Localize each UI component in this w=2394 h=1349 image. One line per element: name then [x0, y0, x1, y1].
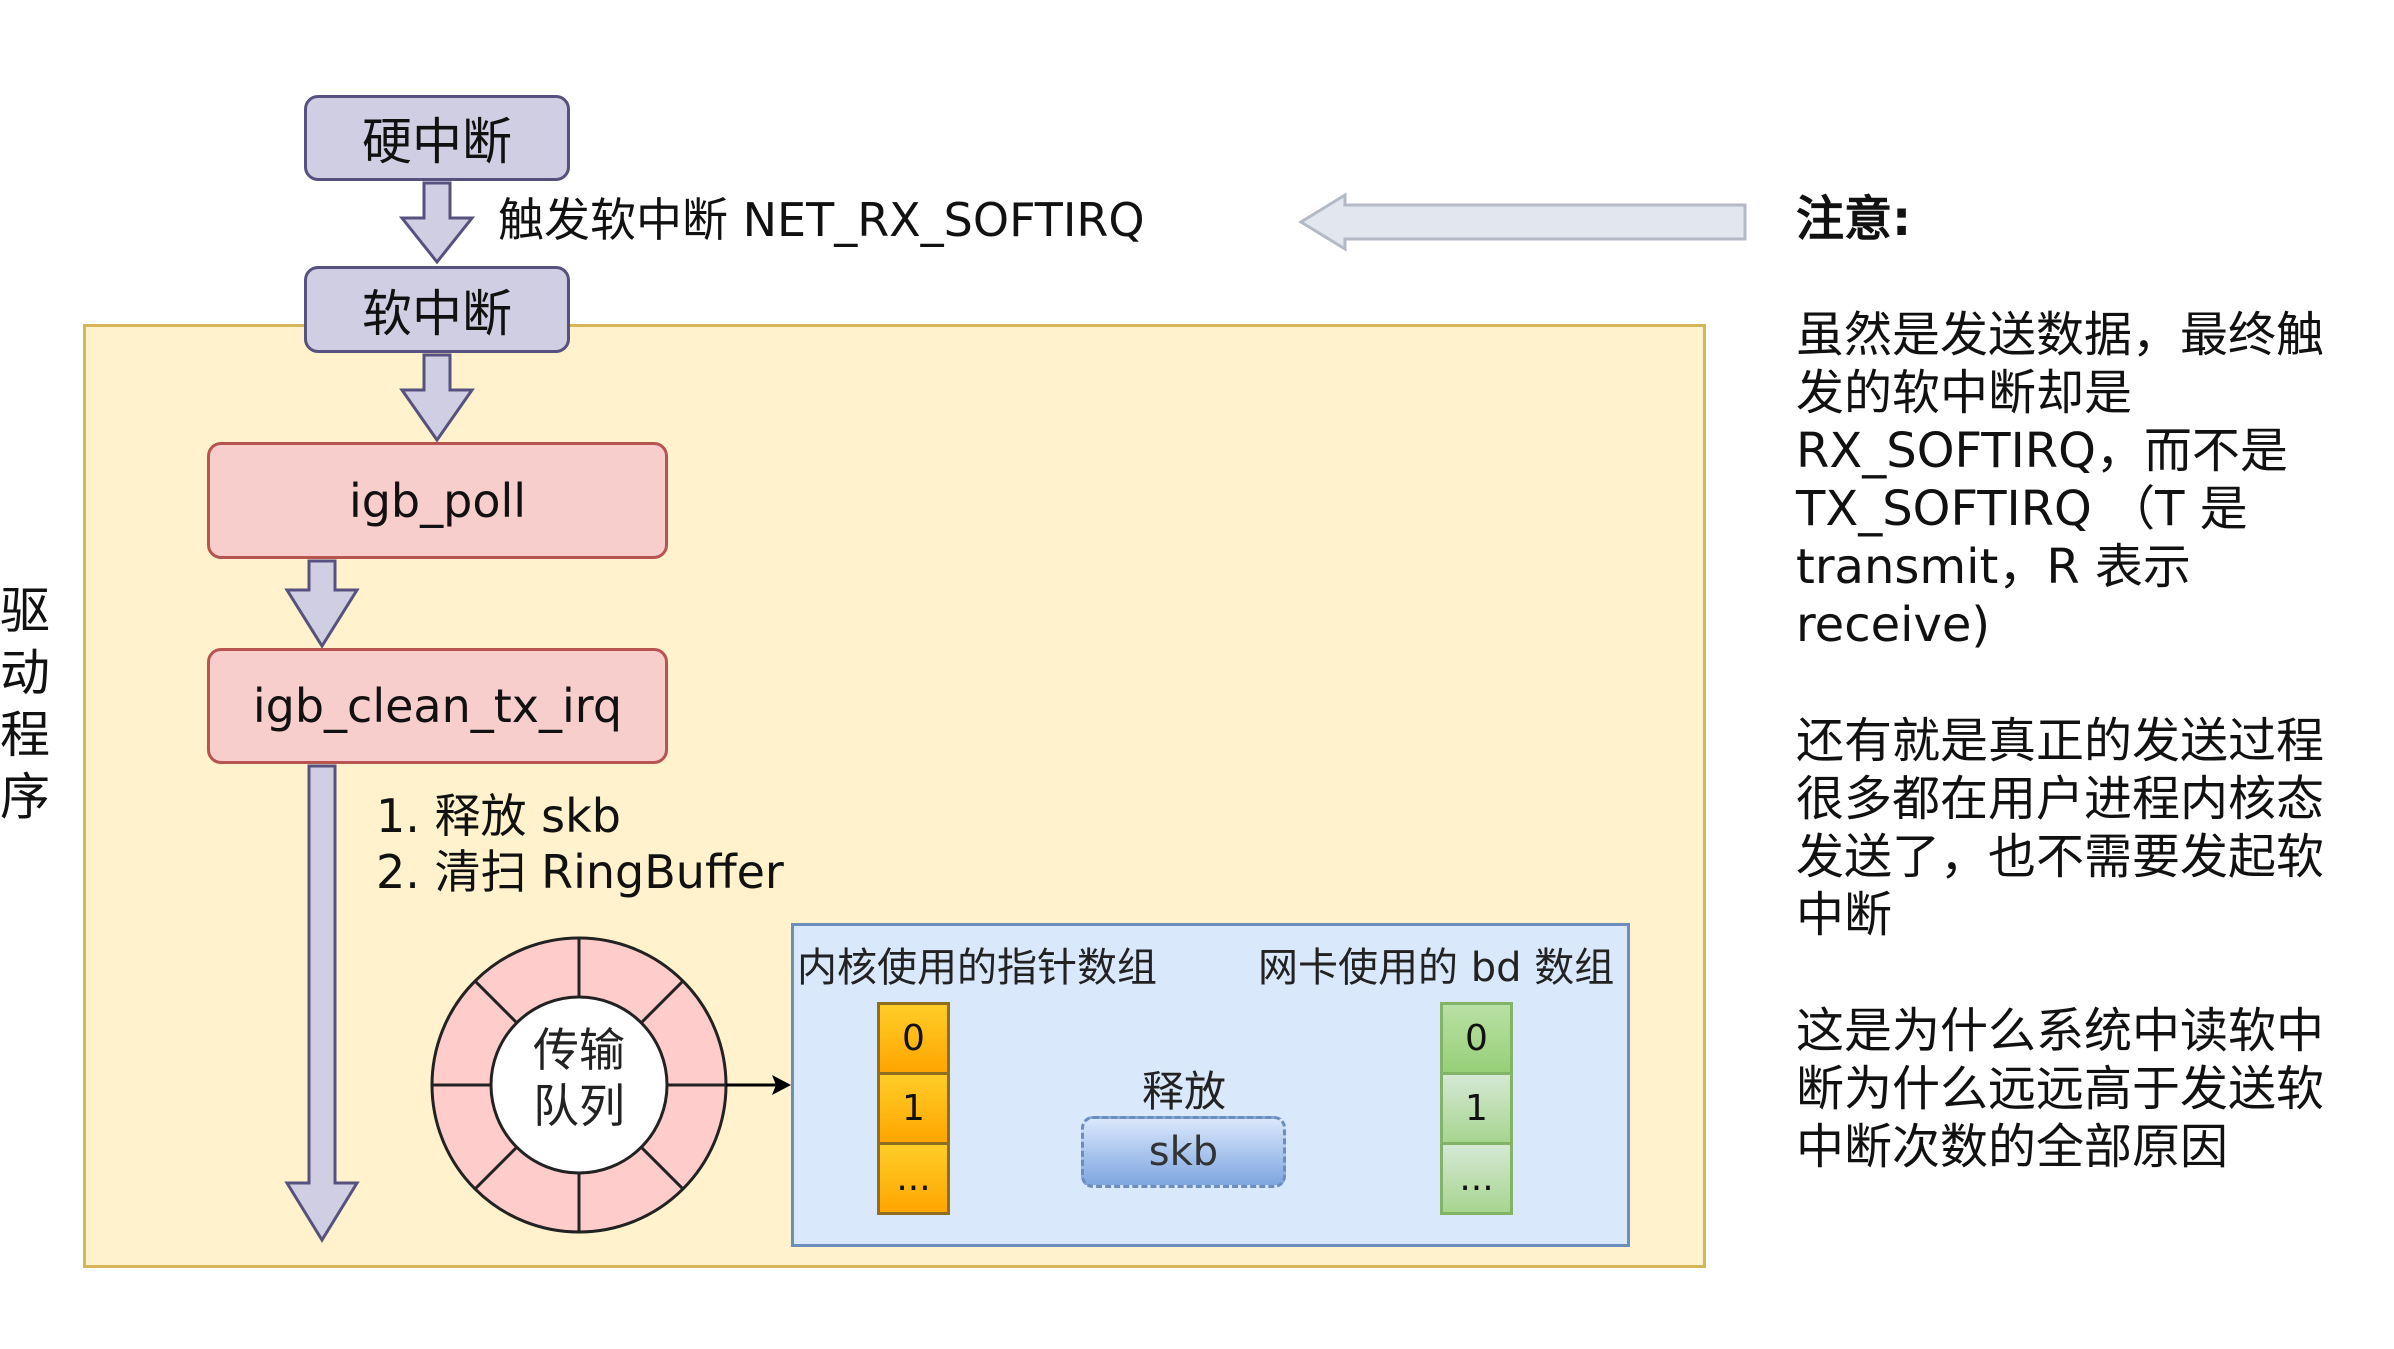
ring-inner — [489, 995, 669, 1175]
notes-line: transmit，R 表示 receive) — [1796, 539, 2191, 653]
transmit-ring-icon — [430, 936, 728, 1234]
notes-line: 发的软中断却是 — [1796, 365, 2133, 421]
ring-segment-divider — [473, 1146, 518, 1191]
notes-line: TX_SOFTIRQ （T 是 — [1796, 481, 2248, 537]
notes-line: 中断 — [1796, 887, 1893, 943]
driver-label: 驱 动 程 序 — [0, 580, 60, 828]
kernel-array-title: 内核使用的指针数组 — [797, 945, 1157, 991]
ring-label-line: 队列 — [533, 1079, 625, 1133]
nic-array-cell: ... — [1440, 1142, 1513, 1215]
trigger-softirq-label: 触发软中断 NET_RX_SOFTIRQ — [498, 193, 1145, 247]
kernel-array-cell: ... — [877, 1142, 950, 1215]
igb-poll-label: igb_poll — [348, 473, 527, 528]
ring-segment-divider — [640, 979, 685, 1024]
kernel-array-cell: 0 — [877, 1002, 950, 1075]
arrow-clean-down — [284, 764, 360, 1243]
soft-irq-label: 软中断 — [362, 284, 512, 343]
notes-line: RX_SOFTIRQ，而不是 — [1796, 423, 2288, 479]
skb-box: skb — [1081, 1116, 1286, 1188]
notes-title: 注意: — [1796, 191, 1912, 247]
notes-paragraph: 这是为什么系统中读软中 断为什么远远高于发送软 中断次数的全部原因 — [1796, 1002, 2394, 1176]
nic-bd-array: 0 1 ... — [1440, 1002, 1513, 1215]
notes-panel: 注意: 虽然是发送数据，最终触 发的软中断却是 RX_SOFTIRQ，而不是 T… — [1796, 190, 2394, 1234]
step-release-skb: 1. 释放 skb — [376, 789, 621, 843]
nic-array-cell: 0 — [1440, 1002, 1513, 1075]
driver-label-char: 序 — [0, 768, 50, 826]
notes-line: 断为什么远远高于发送软 — [1796, 1061, 2325, 1117]
notes-line: 虽然是发送数据，最终触 — [1796, 307, 2325, 363]
notes-line: 还有就是真正的发送过程 — [1796, 713, 2325, 769]
notes-line: 很多都在用户进程内核态 — [1796, 771, 2325, 827]
hollow-left-arrow — [1298, 192, 1747, 252]
driver-label-char: 动 — [0, 644, 50, 702]
igb-clean-tx-irq-label: igb_clean_tx_irq — [252, 679, 623, 733]
nic-array-cell: 1 — [1440, 1072, 1513, 1145]
notes-paragraph: 虽然是发送数据，最终触 发的软中断却是 RX_SOFTIRQ，而不是 TX_SO… — [1796, 306, 2394, 654]
ring-segment-divider — [640, 1146, 685, 1191]
ring-segment-divider — [473, 979, 518, 1024]
arrow-hard-to-soft — [398, 181, 476, 265]
ring-label: 传输 队列 — [491, 1022, 667, 1134]
driver-label-char: 程 — [0, 706, 50, 764]
arrow-poll-to-clean — [284, 559, 360, 649]
igb-clean-tx-irq-box: igb_clean_tx_irq — [207, 648, 668, 764]
skb-label: skb — [1148, 1129, 1219, 1175]
nic-array-title: 网卡使用的 bd 数组 — [1258, 945, 1615, 991]
notes-line: 发送了，也不需要发起软 — [1796, 829, 2325, 885]
connector-arrowhead — [772, 1075, 791, 1095]
arrow-soft-to-poll — [399, 353, 475, 443]
ring-label-line: 传输 — [533, 1023, 625, 1077]
hard-irq-label: 硬中断 — [362, 113, 512, 171]
notes-line: 这是为什么系统中读软中 — [1796, 1003, 2325, 1059]
notes-paragraph: 还有就是真正的发送过程 很多都在用户进程内核态 发送了，也不需要发起软 中断 — [1796, 712, 2394, 944]
soft-irq-box: 软中断 — [304, 266, 570, 353]
hard-irq-box: 硬中断 — [304, 95, 570, 181]
release-label: 释放 — [1142, 1067, 1227, 1116]
igb-poll-box: igb_poll — [207, 442, 668, 559]
kernel-pointer-array: 0 1 ... — [877, 1002, 950, 1215]
notes-line: 中断次数的全部原因 — [1796, 1119, 2229, 1175]
step-clean-ringbuffer: 2. 清扫 RingBuffer — [376, 845, 784, 899]
kernel-array-cell: 1 — [877, 1072, 950, 1145]
driver-label-char: 驱 — [0, 582, 50, 640]
